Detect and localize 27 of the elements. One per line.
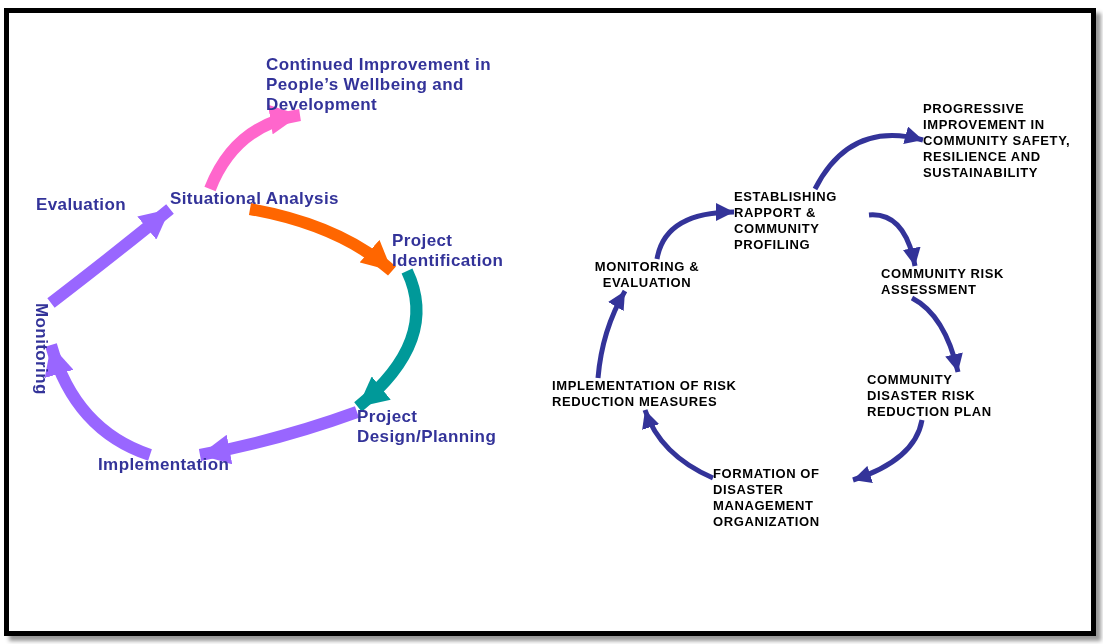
arrow [45, 343, 153, 461]
step-label: Project Identification [392, 231, 542, 271]
arrow [47, 204, 174, 308]
step-label: Monitoring [31, 303, 51, 403]
arrow [868, 212, 920, 267]
stage-label: COMMUNITY RISK ASSESSMENT [881, 266, 1006, 298]
stage-label: IMPLEMENTATION OF RISK REDUCTION MEASURES [552, 378, 742, 410]
arrow [204, 105, 302, 192]
outcome-label: Continued Improvement in People’s Wellbeing and Development [266, 55, 536, 115]
arrow [354, 268, 423, 412]
stage-label: FORMATION OF DISASTER MANAGEMENT ORGANIZATION [713, 466, 853, 530]
arrow [812, 127, 924, 191]
step-label: Situational Analysis [170, 189, 385, 209]
outcome-label: PROGRESSIVE IMPROVEMENT IN COMMUNITY SAFETY, RESILIENCE AND SUSTAINABILITY [923, 101, 1081, 181]
arrow [852, 419, 925, 483]
arrow [248, 203, 396, 276]
arrow [642, 409, 715, 481]
arrow [654, 203, 735, 260]
arrow [198, 406, 359, 464]
step-label: Project Design/Planning [357, 407, 537, 447]
arrow [595, 289, 628, 379]
stage-label: ESTABLISHING RAPPORT & COMMUNITY PROFILING [734, 189, 869, 253]
stage-label: MONITORING & EVALUATION [586, 259, 708, 291]
arrow [910, 295, 963, 373]
step-label: Implementation [98, 455, 278, 475]
step-label: Evaluation [36, 195, 126, 215]
stage-label: COMMUNITY DISASTER RISK REDUCTION PLAN [867, 372, 1027, 420]
